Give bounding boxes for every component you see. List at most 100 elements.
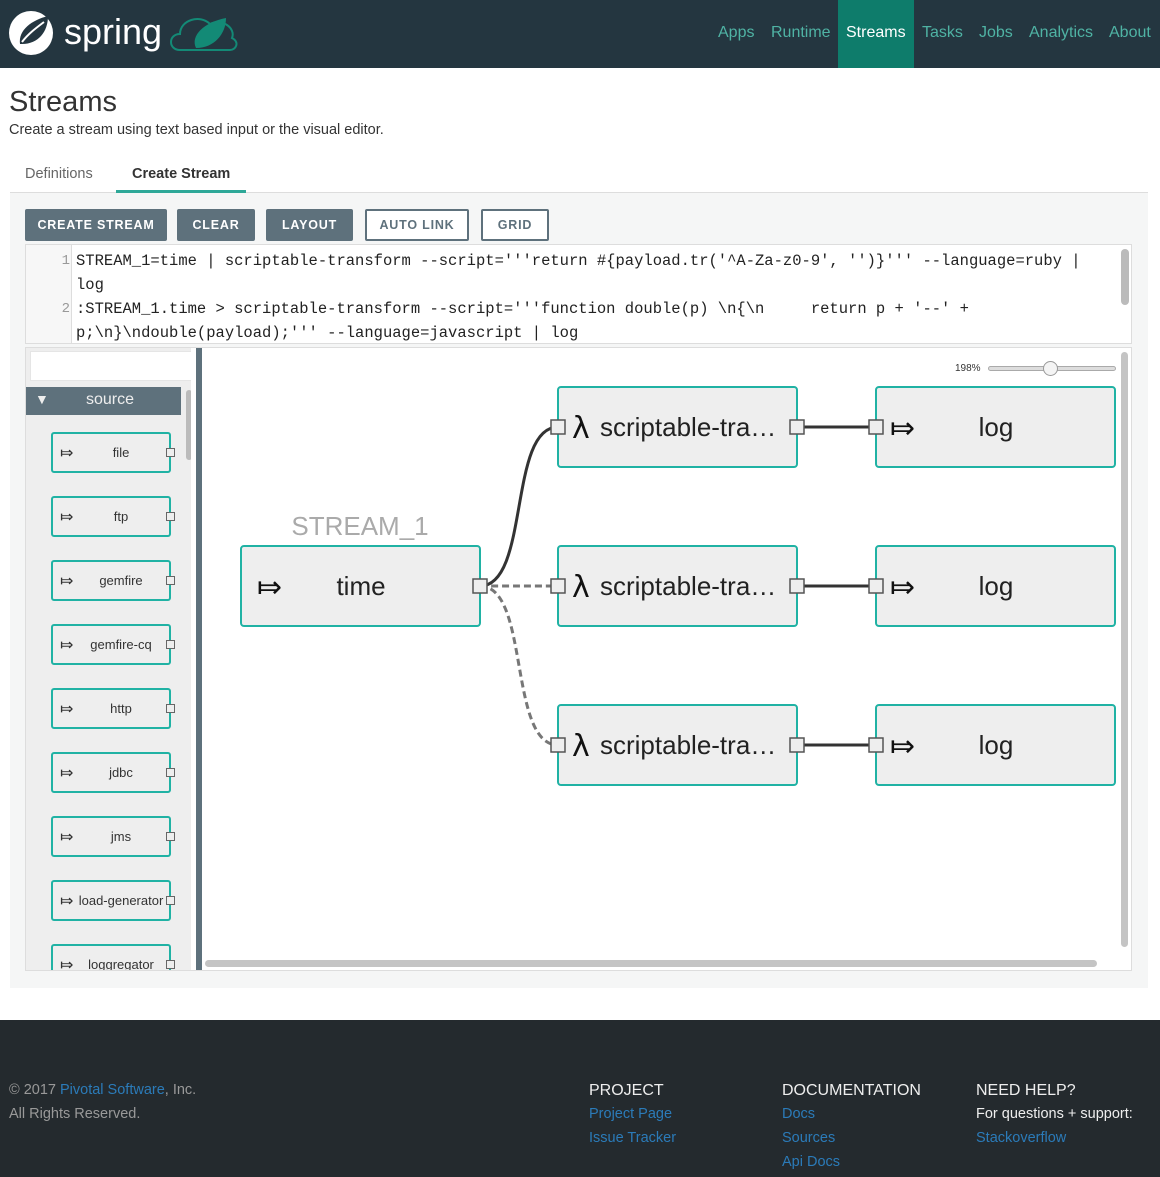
documentation-heading: DOCUMENTATION (782, 1082, 921, 1099)
node-log-sink[interactable]: ⤇log (868, 386, 1116, 468)
stackoverflow-link[interactable]: Stackoverflow (976, 1130, 1067, 1146)
lambda-icon: λ (572, 729, 590, 764)
input-port[interactable] (868, 578, 884, 594)
editor-scrollbar[interactable] (1121, 249, 1129, 305)
node-scriptable-transform[interactable]: λ scriptable-tra… (550, 545, 805, 627)
stream-link[interactable] (479, 584, 559, 747)
nav-about[interactable]: About (1109, 24, 1151, 41)
stream-link[interactable] (479, 425, 559, 588)
input-port[interactable] (868, 737, 884, 753)
palette-group-source[interactable]: ▼ source (26, 387, 181, 415)
source-arrow-icon: ⤇ (60, 445, 74, 462)
palette-item-label: ftp (113, 509, 129, 524)
nav-analytics[interactable]: Analytics (1029, 24, 1094, 41)
layout-button[interactable]: LAYOUT (266, 209, 353, 241)
node-label: scriptable-tra… (600, 412, 776, 442)
palette-item-jdbc[interactable]: ⤇jdbc (51, 752, 175, 793)
output-port (166, 576, 175, 585)
nav-streams[interactable]: Streams (838, 0, 914, 68)
node-log-sink[interactable]: ⤇log (868, 545, 1116, 627)
source-arrow-icon: ⤇ (60, 701, 74, 718)
palette-item-label: jms (110, 829, 132, 844)
palette-item-load-generator[interactable]: ⤇ load-generator (51, 880, 175, 921)
pivotal-link[interactable]: Pivotal Software (60, 1082, 165, 1098)
source-arrow-icon: ⤇ (60, 573, 74, 590)
palette-item-gemfire[interactable]: ⤇gemfire (51, 560, 175, 601)
stream-dsl-editor[interactable]: 1 STREAM_1=time | scriptable-transform -… (25, 244, 1132, 344)
lambda-icon: λ (572, 411, 590, 446)
palette-item-http[interactable]: ⤇ http (51, 688, 175, 729)
sink-arrow-icon: ⤇ (890, 570, 915, 605)
nav-runtime[interactable]: Runtime (771, 24, 831, 41)
nav-tasks[interactable]: Tasks (922, 24, 963, 41)
palette-item-label: http (110, 701, 132, 716)
palette-item-file[interactable]: ⤇file (51, 432, 175, 473)
palette-resize-handle[interactable] (196, 348, 202, 970)
output-port (166, 768, 175, 777)
rights-text: All Rights Reserved. (9, 1106, 141, 1122)
node-log-sink[interactable]: ⤇log (868, 704, 1116, 786)
output-port[interactable] (472, 578, 488, 594)
line-number: 2 (61, 301, 70, 317)
palette-scrollbar[interactable] (186, 390, 191, 460)
canvas-horizontal-scrollbar[interactable] (205, 960, 1097, 967)
source-arrow-icon: ⤇ (60, 957, 74, 970)
palette-item-label: gemfire-cq (90, 637, 152, 652)
tab-definitions[interactable]: Definitions (25, 166, 93, 182)
input-port[interactable] (550, 737, 566, 753)
lambda-icon: λ (572, 570, 590, 605)
output-port[interactable] (789, 419, 805, 435)
palette-item-ftp[interactable]: ⤇ ftp (51, 496, 175, 537)
output-port (166, 960, 175, 969)
palette-item-label: loggregator (88, 957, 154, 970)
sink-arrow-icon: ⤇ (890, 411, 915, 446)
grid-button[interactable]: GRID (481, 209, 549, 241)
output-port[interactable] (789, 578, 805, 594)
output-port (166, 640, 175, 649)
copyright-prefix: © 2017 (9, 1082, 60, 1098)
output-port (166, 832, 175, 841)
source-arrow-icon: ⤇ (60, 829, 74, 846)
triangle-down-icon: ▼ (35, 391, 49, 407)
code-line: :STREAM_1.time > scriptable-transform --… (76, 300, 969, 318)
source-arrow-icon: ⤇ (257, 570, 282, 605)
palette-item-jms[interactable]: ⤇ jms (51, 816, 175, 857)
issue-tracker-link[interactable]: Issue Tracker (589, 1130, 677, 1146)
input-port[interactable] (868, 419, 884, 435)
node-label: scriptable-tra… (600, 571, 776, 601)
project-page-link[interactable]: Project Page (589, 1106, 673, 1122)
output-port (166, 512, 175, 521)
source-arrow-icon: ⤇ (60, 893, 74, 910)
auto-link-button[interactable]: AUTO LINK (365, 209, 469, 241)
node-time-source[interactable]: ⤇time (240, 545, 488, 627)
spring-logo[interactable]: spring (8, 10, 240, 58)
tab-divider (10, 192, 1148, 193)
palette-search-input[interactable] (30, 351, 191, 381)
input-port[interactable] (550, 419, 566, 435)
code-line: STREAM_1=time | scriptable-transform --s… (76, 252, 1081, 270)
palette-item-loggregator[interactable]: ⤇ loggregator (51, 944, 175, 970)
output-port[interactable] (789, 737, 805, 753)
nav-apps[interactable]: Apps (718, 24, 755, 41)
nav-jobs[interactable]: Jobs (979, 24, 1013, 41)
input-port[interactable] (550, 578, 566, 594)
palette-item-label: load-generator (78, 893, 164, 908)
output-port (166, 448, 175, 457)
tab-create-stream[interactable]: Create Stream (132, 166, 231, 182)
clear-button[interactable]: CLEAR (177, 209, 255, 241)
palette-item-gemfire-cq[interactable]: ⤇ gemfire-cq (51, 624, 175, 665)
canvas-vertical-scrollbar[interactable] (1121, 352, 1128, 947)
zoom-slider-handle[interactable] (1043, 361, 1058, 376)
line-number: 1 (61, 253, 70, 269)
node-scriptable-transform[interactable]: λ scriptable-tra… (550, 386, 805, 468)
source-arrow-icon: ⤇ (60, 637, 74, 654)
create-stream-button[interactable]: CREATE STREAM (25, 209, 167, 241)
source-arrow-icon: ⤇ (60, 509, 74, 526)
palette: ▼ source ⤇file⤇ftp⤇gemfire⤇gemfire-cq⤇ht… (26, 348, 191, 970)
api-docs-link[interactable]: Api Docs (782, 1154, 841, 1170)
docs-link[interactable]: Docs (782, 1106, 816, 1122)
sources-link[interactable]: Sources (782, 1130, 836, 1146)
source-arrow-icon: ⤇ (60, 765, 74, 782)
